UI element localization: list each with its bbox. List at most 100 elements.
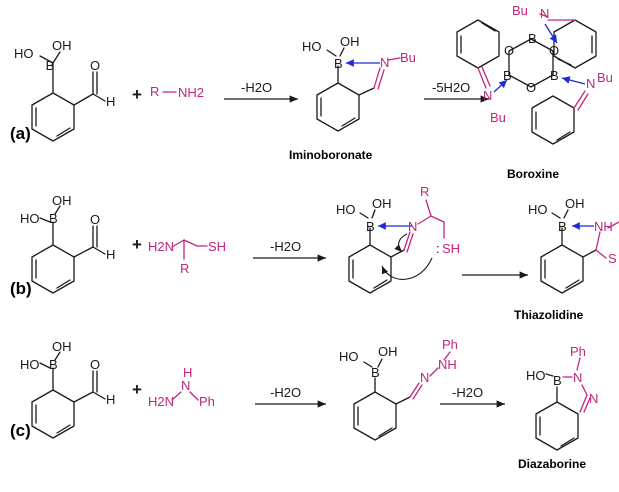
atom-label: HO	[302, 39, 322, 54]
benzene-ring	[31, 389, 75, 439]
bond	[73, 93, 94, 106]
atom-label: O	[90, 357, 100, 372]
atom-label: N	[573, 370, 582, 385]
atom-label: OH	[378, 344, 398, 359]
bond	[39, 362, 51, 369]
curly-arrow	[394, 233, 408, 253]
atom-label: B	[49, 211, 58, 226]
bond	[373, 67, 381, 89]
atom-label: H	[183, 365, 192, 380]
curly-arrow	[381, 257, 433, 280]
bond	[189, 391, 199, 401]
atom-label: HO	[336, 202, 356, 217]
bond	[92, 246, 106, 255]
hydroxyl-label: HO	[14, 46, 34, 61]
atom-label: N	[181, 378, 190, 393]
bond	[563, 209, 569, 219]
row-c-label: (c)	[10, 421, 31, 440]
diazaborine-label: Diazaborine	[518, 457, 586, 471]
row-a-arrow-1-condition: -H2O	[241, 80, 272, 95]
bond	[576, 357, 581, 371]
bond	[171, 391, 182, 401]
benzene-ring	[508, 38, 554, 88]
atom-label: OH	[52, 339, 72, 354]
atom-label: +	[132, 85, 142, 104]
bond	[557, 58, 572, 66]
boroxine-label: Boroxine	[507, 167, 559, 181]
bond	[92, 93, 106, 102]
row-c-phenylhydrazine: H2N N H Ph	[148, 365, 215, 409]
atom-label: B	[46, 58, 55, 73]
bond	[577, 93, 589, 111]
atom-label: H2N	[148, 239, 174, 254]
row-b: (b) B HO OH O H + H2N R	[10, 184, 619, 322]
bond	[339, 47, 345, 57]
bond	[326, 49, 337, 57]
row-a-label: (a)	[10, 124, 31, 143]
bond	[539, 13, 549, 18]
bond	[56, 127, 71, 137]
bond	[545, 373, 554, 377]
row-c-diazaborine: B HO N N Ph	[526, 344, 598, 451]
row-a: (a) B HO OH O H + R NH2 -H2O	[10, 3, 613, 181]
atom-label: NH	[594, 219, 613, 234]
row-c-arrow-1-condition: -H2O	[270, 385, 301, 400]
row-c-hydrazone: B HO OH N NH Ph	[339, 337, 458, 441]
bond	[583, 397, 591, 413]
atom-label: O	[90, 58, 100, 73]
atom-label: H2N	[148, 394, 174, 409]
atom-label: H	[106, 392, 115, 407]
atom-label: B	[553, 373, 562, 388]
bond	[373, 279, 388, 289]
atom-label: O	[504, 43, 514, 58]
bond	[409, 382, 420, 398]
atom-label: O	[90, 212, 100, 227]
atom-label: Bu	[490, 110, 506, 125]
bond	[417, 215, 432, 225]
bond	[556, 131, 571, 141]
row-a-iminoboronate: B HO OH N Bu	[302, 34, 416, 132]
atom-label: H	[106, 94, 115, 109]
bond	[92, 391, 106, 400]
bond	[581, 384, 588, 396]
benzene-ring	[535, 401, 579, 451]
atom-label: NH	[438, 357, 457, 372]
atom-label: HO	[339, 349, 359, 364]
row-c-arrow-2-condition: -H2O	[452, 385, 483, 400]
atom-label: N	[380, 55, 389, 70]
bond	[573, 90, 586, 109]
bond	[39, 217, 51, 223]
atom-label: NH2	[178, 85, 204, 100]
atom-label: SH	[442, 241, 460, 256]
row-b-label: (b)	[10, 279, 32, 298]
atom-label: OH	[340, 34, 360, 49]
atom-label: +	[132, 235, 142, 254]
bond	[425, 199, 432, 217]
row-a-arrow-2-condition: -5H2O	[432, 80, 470, 95]
bond	[54, 351, 61, 361]
row-c: (c) B HO OH O H + H2N N H Ph	[10, 337, 598, 471]
bond	[551, 212, 561, 219]
atom-label: Bu	[512, 3, 528, 18]
atom-label: OH	[565, 196, 585, 211]
row-a-boroxine: B B B O O O N Bu N Bu	[456, 3, 613, 145]
thiazolidine-label: Thiazolidine	[514, 308, 584, 322]
bond	[378, 427, 393, 437]
atom-label: R	[150, 84, 159, 99]
bond	[73, 391, 94, 403]
bond	[579, 394, 588, 413]
bond	[377, 69, 385, 90]
row-b-aminothiol: H2N R SH	[148, 239, 226, 276]
bond	[56, 424, 71, 434]
atom-label: HO	[528, 202, 548, 217]
bond	[341, 117, 356, 127]
atom-label: N	[586, 76, 595, 91]
benzene-ring	[531, 95, 575, 145]
benzene-ring	[31, 244, 75, 294]
row-b-arrow-1-condition: -H2O	[270, 239, 301, 254]
iminoboronate-label: Iminoboronate	[289, 148, 373, 162]
atom-label: S	[608, 251, 617, 266]
benzene-ring	[348, 244, 392, 294]
atom-label: R	[420, 184, 429, 199]
